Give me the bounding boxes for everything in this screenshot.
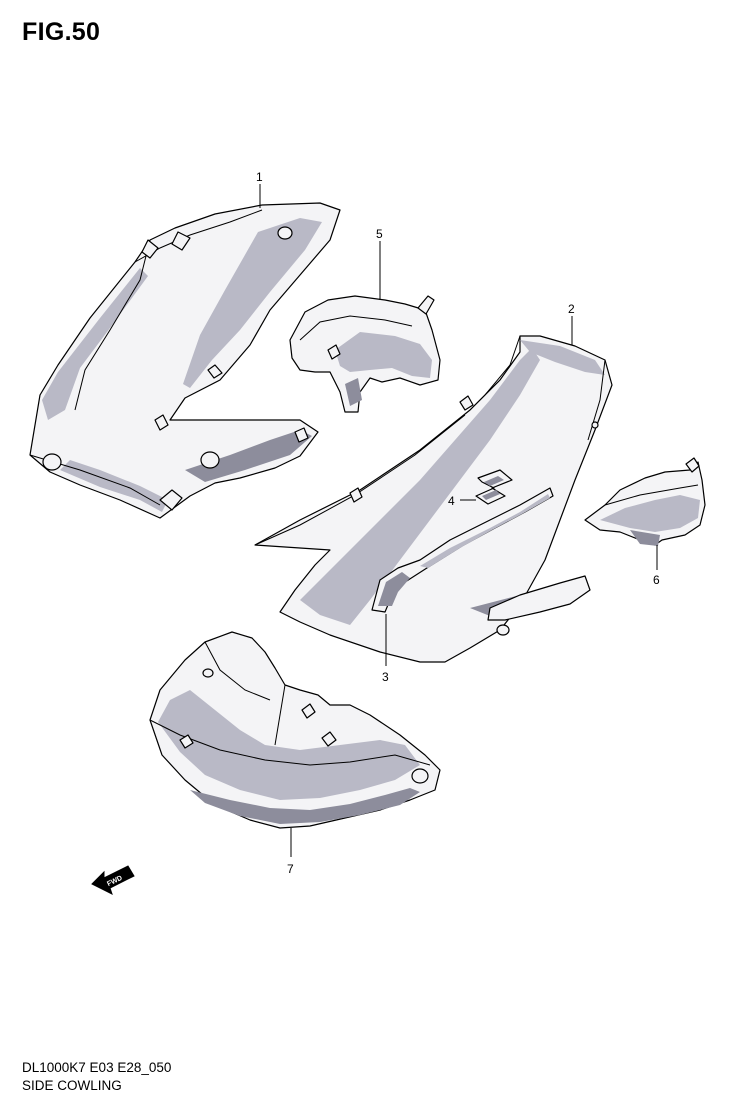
part-1-side-cowling-upper: [29, 202, 341, 519]
callout-1: 1: [256, 170, 263, 208]
part-2-side-cowling-lower: [254, 335, 613, 663]
svg-text:4: 4: [448, 494, 455, 508]
figure-title: FIG.50: [22, 18, 101, 46]
callout-4: 4: [448, 494, 476, 508]
part-7-under-cowling: [149, 631, 441, 829]
section-name: SIDE COWLING: [22, 1078, 122, 1093]
fwd-arrow-icon: FWD: [91, 865, 135, 895]
callout-5: 5: [376, 227, 383, 300]
part-3-emblem: [371, 487, 554, 613]
svg-text:2: 2: [568, 302, 575, 316]
part-4-s-emblem: [475, 469, 513, 505]
svg-text:6: 6: [653, 573, 660, 587]
svg-text:7: 7: [287, 862, 294, 876]
callout-6: 6: [653, 545, 660, 587]
callout-2: 2: [568, 302, 575, 345]
svg-text:5: 5: [376, 227, 383, 241]
svg-text:3: 3: [382, 670, 389, 684]
part-6-bracket-cover: [584, 457, 706, 546]
part-5-inner-cover: [289, 295, 441, 413]
callout-7: 7: [287, 828, 294, 876]
svg-text:1: 1: [256, 170, 263, 184]
model-code: DL1000K7 E03 E28_050: [22, 1060, 172, 1075]
callout-3: 3: [382, 614, 389, 684]
